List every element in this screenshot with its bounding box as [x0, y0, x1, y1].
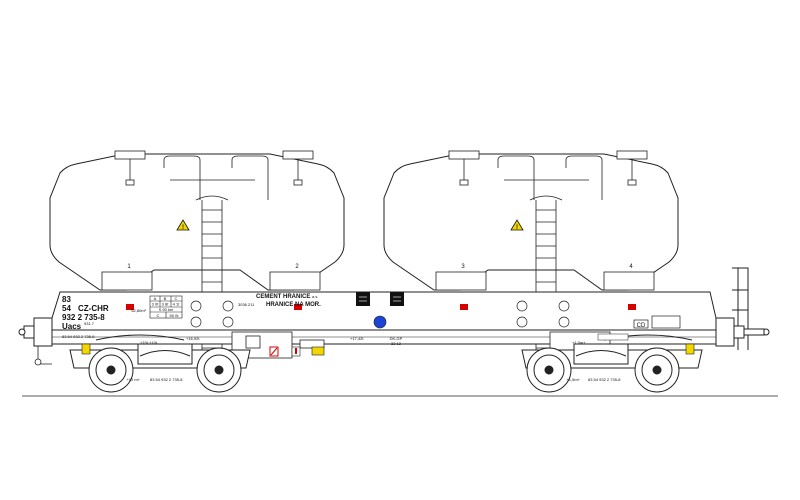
fire-extinguisher-icon	[269, 346, 325, 357]
uic-sup: 931.7	[84, 321, 95, 326]
uic-marking: 83 54 CZ-CHR 932 2 735-8 Uacs 931.7	[62, 295, 109, 331]
misc-labels: CD DK-GP 32 12 83 54 932 2 735-8 83 54 9…	[62, 323, 646, 382]
compartment-number: 2	[295, 264, 299, 270]
owner-small: 3036 211	[238, 302, 255, 307]
frame-number-left: 83 54 932 2 735-8	[150, 377, 183, 382]
frame-number-right: 83 54 932 2 735-8	[588, 377, 621, 382]
table-cell: 3 8t	[162, 302, 170, 307]
compartment-number: 4	[629, 264, 633, 270]
side-plate	[597, 333, 629, 341]
hopper-hatches	[114, 150, 648, 200]
table-cell: 4 1t	[173, 302, 181, 307]
warning-triangle-icon: !	[176, 219, 190, 231]
load-table-text: A B C 3 0t 3 8t 4 1t S 90 km C 50 0t 52,…	[131, 296, 180, 318]
uic-line-2a: 54	[62, 304, 71, 313]
hopper-left	[49, 153, 345, 291]
dim-b: +1,5m+	[566, 377, 580, 382]
owner-marking: CEMENT HRANICE a.s. HRANICE NA MOR. 3036…	[238, 294, 321, 308]
dkgp-sub: 32 12	[391, 341, 402, 346]
axle-note: +17,42t	[350, 336, 364, 341]
compartment-number: 3	[461, 264, 465, 270]
side-number: 83 54 932 2 735-8	[62, 334, 95, 339]
yellow-handle-right	[685, 343, 695, 355]
owner-line-1: CEMENT HRANICE	[256, 294, 310, 300]
dkgp-label: DK-GP	[390, 336, 403, 341]
table-header: C	[175, 296, 178, 301]
owner-line-1-suffix: a.s.	[312, 294, 318, 299]
svg-text:!: !	[516, 225, 518, 231]
compartment-numbers: 1 2 3 4	[127, 264, 633, 270]
right-label-boxes	[633, 315, 681, 329]
load-table	[149, 295, 183, 319]
coupler-left	[34, 346, 52, 366]
right-box-label: CD	[637, 323, 646, 329]
uic-line-2b: CZ-CHR	[78, 304, 109, 313]
tare-label: +16,92t	[186, 336, 200, 341]
yellow-handle-left	[81, 343, 91, 355]
uic-line-3: 932 2 735-8	[62, 313, 105, 322]
owner-line-2: HRANICE NA MOR.	[266, 302, 321, 308]
bogie-right	[521, 334, 703, 393]
dim-a: +10 m+	[126, 377, 140, 382]
black-info-plate-icon	[356, 292, 404, 306]
compartment-number: 1	[127, 264, 131, 270]
bogie-left	[69, 334, 251, 393]
gauge-fittings	[190, 300, 570, 328]
red-valves	[126, 304, 636, 310]
uic-line-4: Uacs	[62, 322, 82, 331]
table-cell: S 90 km	[159, 307, 174, 312]
table-header: B	[164, 296, 167, 301]
blue-disc-icon	[373, 315, 387, 329]
warning-triangle-icon: !	[510, 219, 524, 231]
table-cell: 3 0t	[152, 302, 160, 307]
outlet-boxes	[101, 271, 655, 291]
table-cell: C	[157, 313, 160, 318]
table-cell: 50 0t	[170, 313, 180, 318]
table-side-value: 52,80m³	[131, 308, 146, 313]
right-small-label: +1,5m+	[572, 340, 586, 345]
uic-line-1: 83	[62, 295, 71, 304]
hopper-right	[383, 153, 679, 291]
table-header: A	[154, 296, 157, 301]
svg-text:!: !	[182, 225, 184, 231]
left-small-label: +15t +10t	[140, 340, 158, 345]
